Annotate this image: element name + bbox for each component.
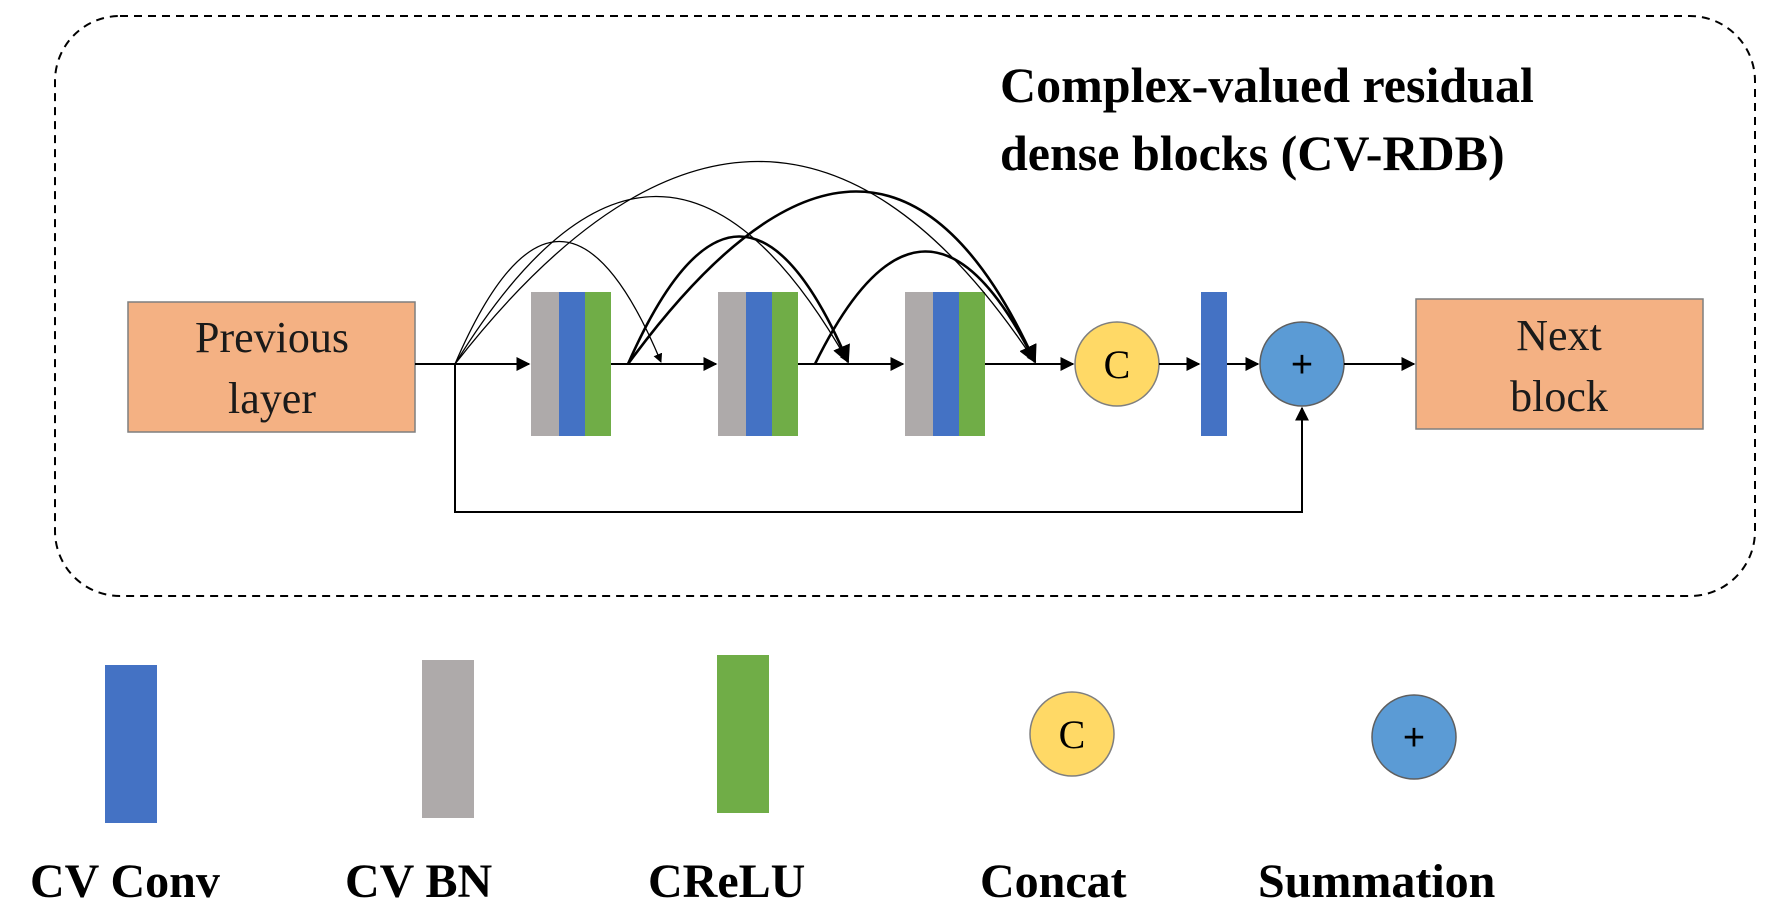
legend-concat-symbol: C [1059,712,1086,757]
legend-crelu-swatch [717,655,769,813]
legend-item-cv-bn: CV BN [345,660,492,908]
previous-layer-box: Previous layer [127,301,416,433]
diagram-title-line1: Complex-valued residual [1000,57,1534,113]
residual-skip-connection [454,364,1309,513]
previous-layer-label-line1: Previous [195,313,349,362]
dense-layer-1-conv [559,292,585,436]
legend: CV Conv CV BN CReLU C Concat + Summation [30,655,1495,908]
legend-concat-label: Concat [980,855,1127,908]
legend-crelu-label: CReLU [648,855,805,908]
dense-layer-1-bn [531,292,559,436]
dense-layer-1 [531,292,611,436]
dense-layer-3-relu [959,292,985,436]
legend-item-cv-conv: CV Conv [30,665,220,908]
cv-rdb-dashed-border [54,15,1756,597]
summation-node: + [1259,321,1345,407]
legend-concat-swatch [1029,691,1115,777]
summation-node-symbol: + [1291,344,1313,386]
next-block-box: Next block [1415,298,1704,430]
legend-item-crelu: CReLU [648,655,805,908]
previous-layer-label-line2: layer [228,374,316,423]
concat-node: C [1074,321,1160,407]
legend-cv-conv-swatch [105,665,157,823]
dense-layer-3-conv [933,292,959,436]
dense-layer-2 [718,292,798,436]
legend-summation-symbol: + [1403,717,1425,759]
dense-layer-3-bn [905,292,933,436]
dense-layer-2-bn [718,292,746,436]
legend-summation-label: Summation [1258,855,1495,908]
legend-cv-bn-swatch [422,660,474,818]
concat-node-symbol: C [1104,342,1131,387]
dense-layer-3 [905,292,985,436]
dense-layer-2-relu [772,292,798,436]
legend-item-summation: + Summation [1258,694,1495,908]
next-block-label-line2: block [1510,372,1608,421]
legend-summation-swatch [1371,694,1457,780]
fusion-conv [1201,292,1227,436]
diagram-title-line2: dense blocks (CV-RDB) [1000,125,1505,181]
legend-cv-bn-label: CV BN [345,855,492,908]
dense-layer-2-conv [746,292,772,436]
legend-cv-conv-label: CV Conv [30,855,220,908]
next-block-label-line1: Next [1516,311,1602,360]
dense-connections [454,160,1037,365]
legend-item-concat: C Concat [980,691,1127,908]
dense-layer-1-relu [585,292,611,436]
